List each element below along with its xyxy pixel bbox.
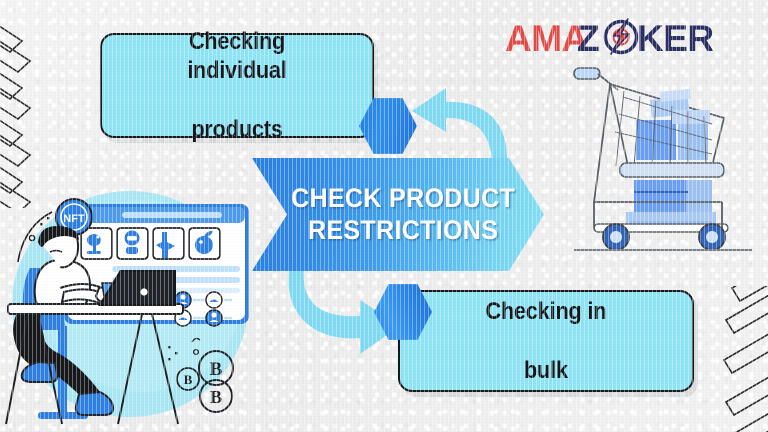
svg-text:B: B xyxy=(210,359,223,380)
banner-label: CHECK PRODUCT RESTRICTIONS xyxy=(281,182,515,247)
hex-connector-bottom xyxy=(374,283,432,341)
nft-trader-illustration: NFT xyxy=(5,191,249,425)
brand-logo: AMA Z KER AMAZOKER xyxy=(505,16,737,62)
logo-text-ama: AMA xyxy=(505,18,588,59)
branch-line2: bulk xyxy=(524,356,568,384)
banner-shape xyxy=(252,158,544,271)
arrow-to-bulk-checking xyxy=(288,266,400,354)
chevron-decoration-left xyxy=(0,25,32,208)
svg-text:B: B xyxy=(184,372,193,387)
branch-line2: products xyxy=(191,115,283,143)
logo-text-ker: KER xyxy=(637,18,714,59)
branch-box-bulk-checking[interactable]: Checking in bulk xyxy=(398,290,694,392)
banner-line2: RESTRICTIONS xyxy=(307,214,498,245)
branch-line1: Checking individual xyxy=(187,27,287,85)
diagonal-bars-decoration-right xyxy=(722,286,768,432)
center-banner-check-product-restrictions[interactable]: CHECK PRODUCT RESTRICTIONS xyxy=(252,158,544,271)
arrow-to-individual-products xyxy=(412,88,507,172)
svg-text:B: B xyxy=(210,387,222,407)
hex-connector-top xyxy=(359,97,417,155)
bitcoin-coins: B B B xyxy=(176,350,234,413)
branch-label-bulk-checking: Checking in bulk xyxy=(456,297,636,385)
branch-label-individual-products: Checking individual products xyxy=(109,27,366,144)
svg-text:NFT: NFT xyxy=(63,213,85,225)
shopping-cart-illustration xyxy=(573,67,752,251)
banner-line1: CHECK PRODUCT xyxy=(290,182,515,213)
branch-line1: Checking in xyxy=(485,298,607,326)
branch-box-individual-products[interactable]: Checking individual products xyxy=(100,28,374,143)
logo-text-z: Z xyxy=(577,18,599,59)
logo-target-icon xyxy=(603,18,639,55)
